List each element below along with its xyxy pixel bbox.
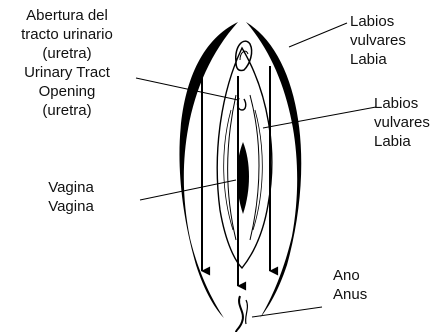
label-outer-labia-line3: Labia xyxy=(350,50,406,69)
label-urethra-es-line2: tracto urinario xyxy=(2,25,132,44)
leader-vagina xyxy=(140,180,236,200)
anus-mark xyxy=(236,296,243,332)
label-inner-labia-line1: Labios xyxy=(374,94,430,113)
inner-labia-left-fold-2 xyxy=(224,110,233,230)
label-urethra-es-line1: Abertura del xyxy=(2,6,132,25)
label-inner-labia: Labios vulvares Labia xyxy=(374,94,430,151)
label-urethra-en-line2: Opening xyxy=(2,82,132,101)
anus-mark-fold xyxy=(246,300,248,324)
label-urethra-en-line3: (uretra) xyxy=(2,101,132,120)
label-inner-labia-line3: Labia xyxy=(374,132,430,151)
label-anus: Ano Anus xyxy=(333,266,367,304)
outer-labia-left-outline xyxy=(179,22,238,318)
leader-inner-labia xyxy=(263,107,376,128)
label-vagina-line1: Vagina xyxy=(26,178,116,197)
outer-labia-right-outline xyxy=(246,22,301,318)
inner-labia-right-fold-2 xyxy=(253,110,262,230)
label-anus-line1: Ano xyxy=(333,266,367,285)
label-outer-labia: Labios vulvares Labia xyxy=(350,12,406,69)
label-urethra: Abertura del tracto urinario (uretra) Ur… xyxy=(2,6,132,120)
leader-outer-labia xyxy=(289,23,347,47)
label-urethra-en-line1: Urinary Tract xyxy=(2,63,132,82)
label-inner-labia-line2: vulvares xyxy=(374,113,430,132)
inner-labia-right-fold xyxy=(250,95,259,240)
leader-anus xyxy=(252,307,322,317)
label-anus-line2: Anus xyxy=(333,285,367,304)
label-vagina-line2: Vagina xyxy=(26,197,116,216)
label-outer-labia-line2: vulvares xyxy=(350,31,406,50)
label-urethra-es-line3: (uretra) xyxy=(2,44,132,63)
label-outer-labia-line1: Labios xyxy=(350,12,406,31)
label-vagina: Vagina Vagina xyxy=(26,178,116,216)
